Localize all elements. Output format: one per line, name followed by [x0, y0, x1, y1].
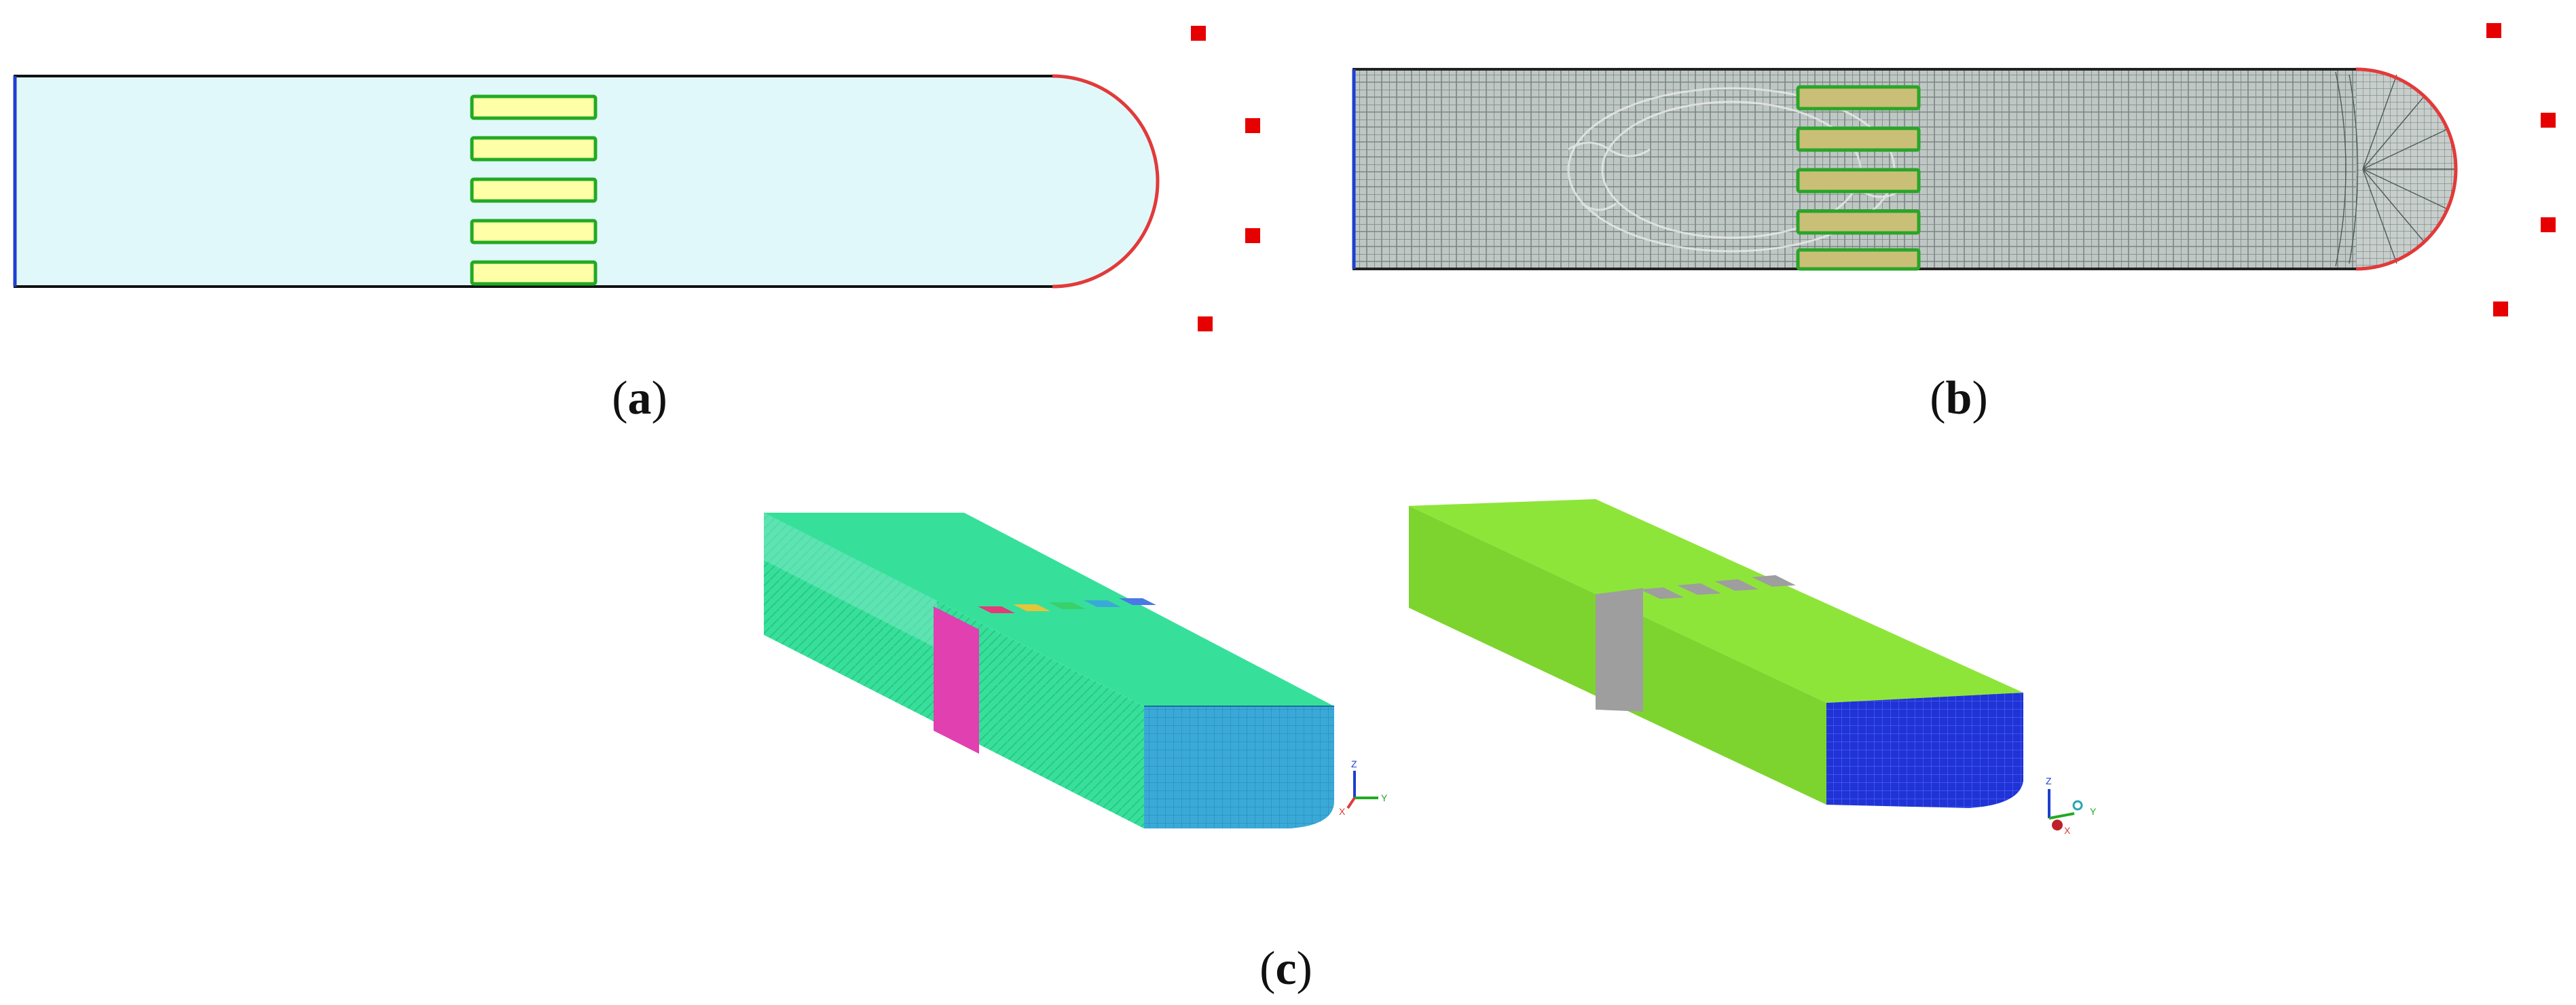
- mesh-probe-points: [2486, 23, 2556, 316]
- panel-label-c: (c): [1259, 945, 1312, 993]
- heater-1: [470, 94, 597, 120]
- mesh-probe-point-4: [2493, 302, 2508, 316]
- mesh-probe-point-3: [2541, 217, 2556, 232]
- model-right-outlet-face: [1826, 693, 2023, 808]
- label-b-close: ): [1972, 372, 1988, 424]
- mesh-heater-3: [1796, 168, 1921, 194]
- model-right-top-face: [1409, 499, 2023, 703]
- axes-triad-left: Z Y X: [1339, 759, 1388, 817]
- mesh-probe-point-2: [2541, 113, 2556, 128]
- probe-points: [1191, 26, 1260, 331]
- probe-point-1: [1191, 26, 1206, 41]
- mesh-heater-2: [1796, 126, 1921, 152]
- mesh-heater-1: [1796, 85, 1921, 111]
- heater-3: [470, 177, 597, 203]
- model-left-heater-face: [934, 606, 979, 754]
- heater-2: [470, 136, 597, 162]
- label-c-letter: c: [1275, 943, 1297, 995]
- model-left-top-face: [764, 513, 1334, 706]
- panel-a-geometry: [13, 26, 1260, 331]
- axis-y-label-right: Y: [2090, 806, 2097, 817]
- axis-x-label-right: X: [2064, 825, 2071, 836]
- label-c-open: (: [1259, 943, 1276, 995]
- mesh-outlet-fan: [2335, 71, 2456, 267]
- label-b-open: (: [1930, 372, 1946, 424]
- label-a-letter: a: [627, 372, 652, 424]
- panel-c-model-right: Z Y X: [1409, 499, 2097, 836]
- mesh-probe-point-1: [2486, 23, 2501, 38]
- model-right-heater-face: [1596, 588, 1643, 712]
- label-b-letter: b: [1945, 372, 1972, 424]
- label-a-close: ): [651, 372, 667, 424]
- axis-z-label-left: Z: [1351, 759, 1357, 769]
- model-left-outlet-face: [1144, 706, 1334, 828]
- probe-point-3: [1245, 228, 1260, 243]
- mesh-heater-4: [1796, 209, 1921, 235]
- panel-label-a: (a): [612, 375, 667, 422]
- probe-point-2: [1245, 118, 1260, 133]
- axis-z-label-right: Z: [2046, 775, 2052, 786]
- model-left-heater-strips: [978, 598, 1156, 613]
- outlet-arc: [1052, 74, 1160, 289]
- axis-x-label-left: X: [1339, 806, 1346, 817]
- panel-b-mesh: [1352, 23, 2556, 316]
- probe-point-4: [1198, 316, 1213, 331]
- axes-triad-right: Z Y X: [2046, 775, 2097, 836]
- label-c-close: ): [1296, 943, 1312, 995]
- heater-4: [470, 219, 597, 244]
- label-a-open: (: [612, 372, 628, 424]
- panel-c-model-left: Z Y X: [764, 513, 1388, 828]
- model-right-heater-strips: [1640, 575, 1796, 599]
- axis-y-label-left: Y: [1381, 792, 1388, 803]
- heater-5: [470, 260, 597, 286]
- mesh-heater-5: [1796, 248, 1921, 271]
- heater-group: [470, 94, 597, 286]
- mesh-heater-group: [1796, 85, 1921, 271]
- panel-label-b: (b): [1930, 375, 1988, 422]
